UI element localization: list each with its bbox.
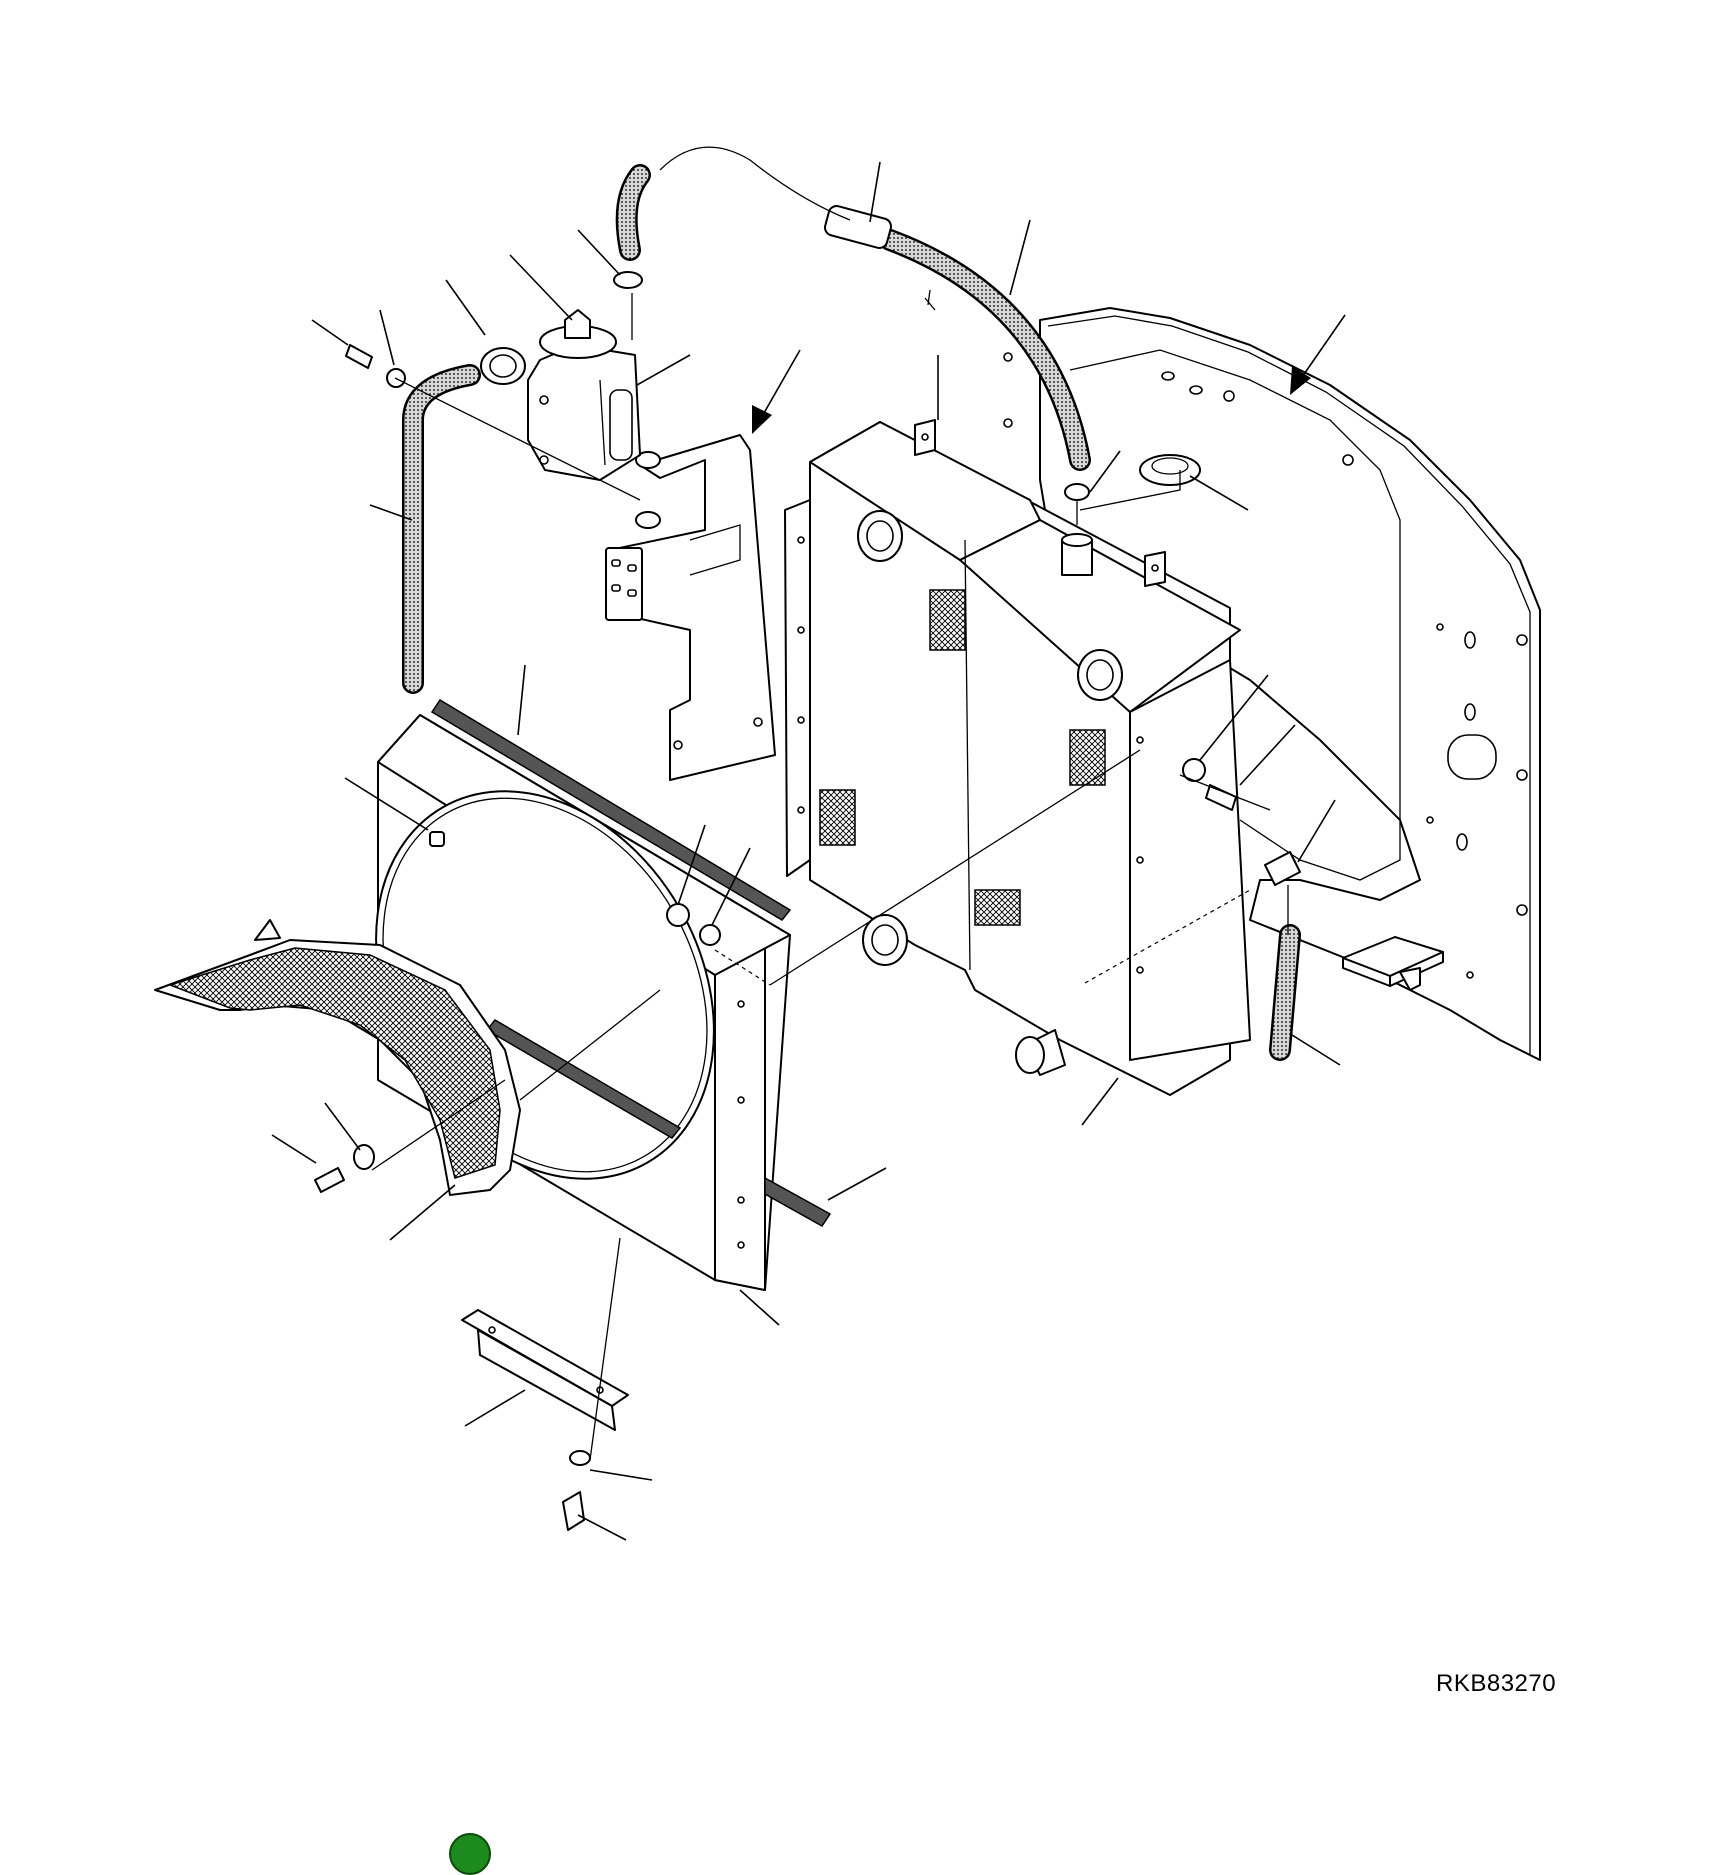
fan-guard: [154, 919, 521, 1196]
clamps-and-fasteners: [314, 271, 1301, 1531]
radiator-core: [784, 419, 1251, 1096]
status-indicator-icon: [449, 1833, 491, 1875]
assembly-guide-lines: [371, 293, 1289, 1461]
figure-reference-code: RKB83270: [1436, 1670, 1557, 1697]
drain-hose: [1269, 924, 1301, 1061]
upper-hose: [824, 205, 1091, 471]
lower-bracket: [461, 1309, 629, 1431]
bracket-support: [605, 434, 776, 781]
overflow-hose-top: [615, 146, 851, 261]
mounting-plate: [924, 289, 1541, 1061]
reservoir-tank: [527, 309, 641, 481]
direction-arrows: [752, 314, 1346, 434]
overflow-hose-left: [402, 364, 481, 694]
leader-lines: [271, 161, 1341, 1541]
